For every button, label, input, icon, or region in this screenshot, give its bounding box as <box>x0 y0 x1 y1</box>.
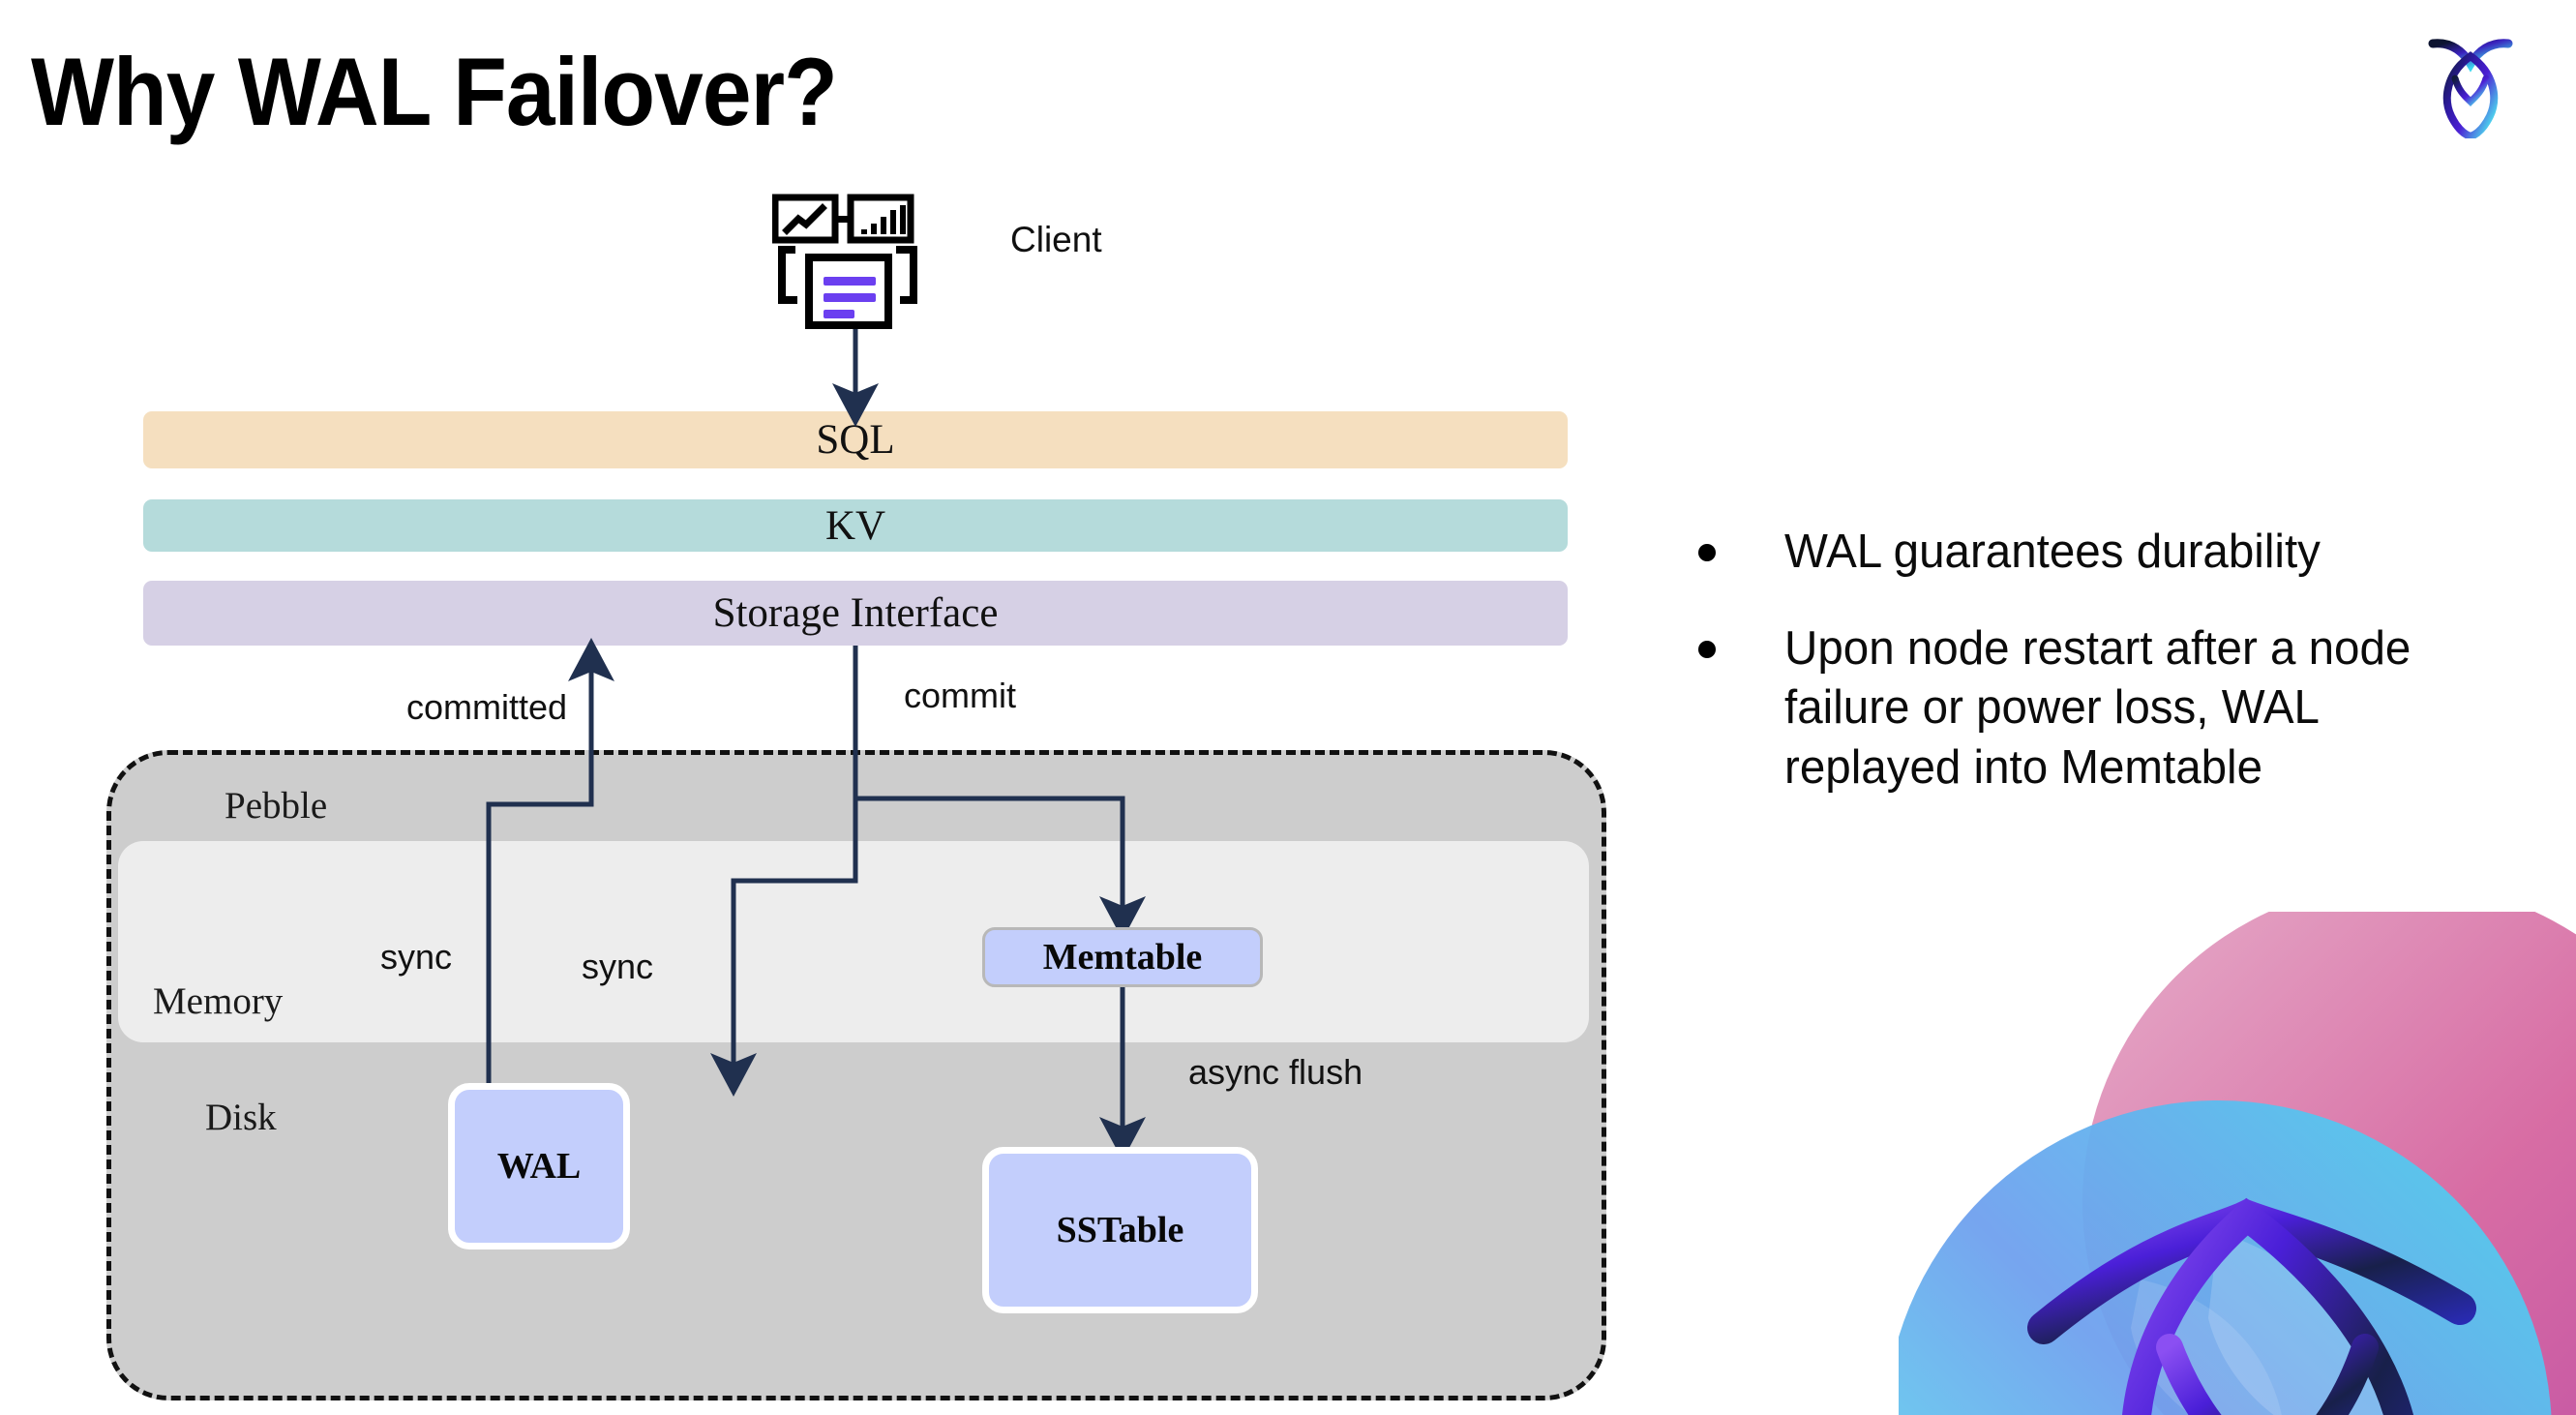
client-label: Client <box>1010 220 1102 259</box>
bullet-list: WAL guarantees durability Upon node rest… <box>1698 523 2501 835</box>
pebble-label: Pebble <box>225 785 328 827</box>
node-wal: WAL <box>448 1083 630 1249</box>
edge-label-sync-2: sync <box>582 947 654 986</box>
edge-label-commit: commit <box>904 676 1016 715</box>
memory-label: Memory <box>153 980 284 1022</box>
edge-label-committed: committed <box>406 687 568 727</box>
layer-kv: KV <box>143 499 1568 552</box>
list-item: WAL guarantees durability <box>1698 523 2501 583</box>
layer-kv-label: KV <box>824 502 886 549</box>
node-memtable: Memtable <box>982 927 1263 987</box>
bullet-text: Upon node restart after a node failure o… <box>1784 621 2411 795</box>
layer-sql: SQL <box>143 411 1568 468</box>
node-wal-label: WAL <box>496 1146 582 1187</box>
layer-storage-interface: Storage Interface <box>143 581 1568 646</box>
page-title: Why WAL Failover? <box>31 38 838 145</box>
node-memtable-label: Memtable <box>1042 937 1203 978</box>
node-sstable-label: SSTable <box>1056 1210 1184 1250</box>
bullet-dot-icon <box>1698 544 1716 561</box>
bullet-dot-icon <box>1698 640 1716 658</box>
disk-label: Disk <box>205 1097 277 1138</box>
memory-region <box>118 841 1589 1042</box>
decorative-logo-artwork <box>1899 912 2576 1415</box>
bullet-text: WAL guarantees durability <box>1784 526 2321 578</box>
edge-label-sync-1: sync <box>380 937 453 977</box>
layer-storage-interface-label: Storage Interface <box>712 590 999 636</box>
client-dashboard-icon <box>771 194 925 329</box>
node-sstable: SSTable <box>982 1147 1258 1313</box>
cockroachdb-logo-icon <box>2426 24 2515 141</box>
edge-label-async-flush: async flush <box>1188 1052 1363 1092</box>
list-item: Upon node restart after a node failure o… <box>1698 619 2501 798</box>
layer-sql-label: SQL <box>816 417 895 463</box>
